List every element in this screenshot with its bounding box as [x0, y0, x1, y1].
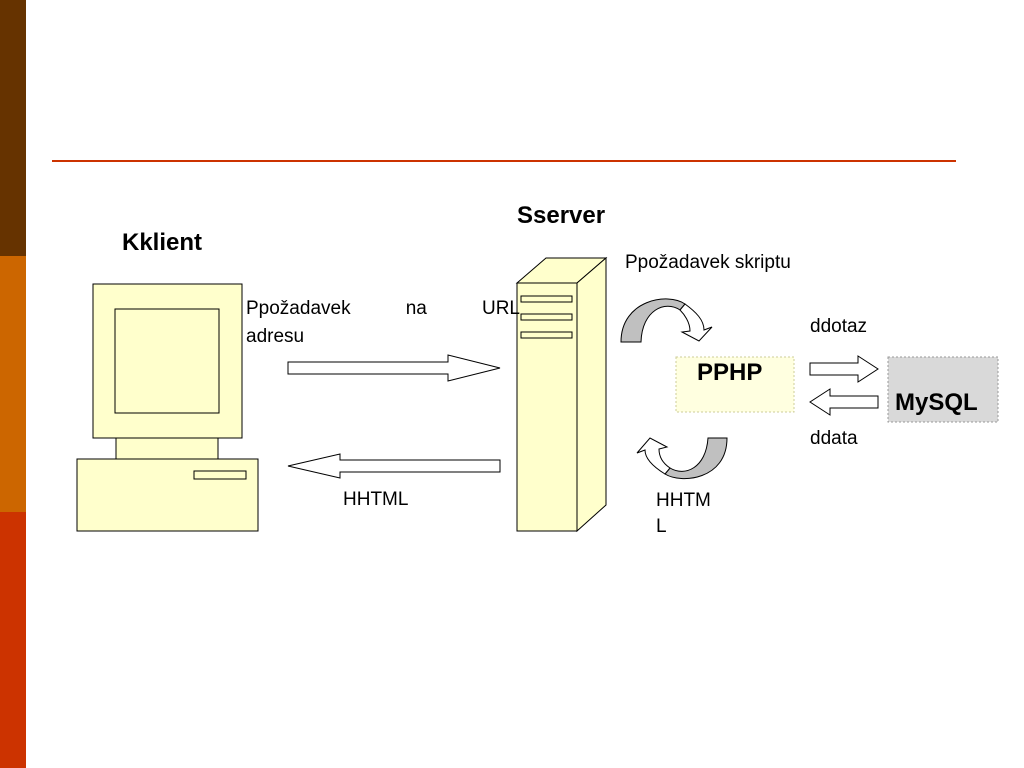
html-response-label: HHTML	[343, 489, 409, 510]
server-drive-2	[520, 313, 573, 321]
sidebar-middle-band	[0, 256, 26, 512]
client-computer-icon	[76, 283, 259, 532]
monitor-stand	[115, 437, 219, 460]
url-request-label: Ppožadavek na URL	[246, 298, 520, 320]
request-arrow-icon	[287, 354, 501, 382]
html-php-curved-arrow-icon	[636, 437, 728, 480]
data-arrow-icon	[809, 388, 879, 416]
mysql-label: MySQL	[895, 389, 978, 416]
url-request-word-1: Ppožadavek	[246, 298, 351, 319]
server-side	[576, 256, 607, 533]
server-tower-icon	[515, 256, 608, 533]
client-label: Kklient	[122, 229, 203, 256]
computer-case	[76, 458, 259, 532]
monitor-screen	[114, 308, 220, 414]
html-php-label-line-2: L	[656, 516, 667, 537]
data-label: ddata	[810, 428, 858, 449]
html-php-label-line-1: HHTM	[656, 490, 711, 511]
server-label: Sserver	[517, 202, 606, 229]
query-arrow-icon	[809, 355, 879, 383]
server-front	[516, 282, 578, 532]
server-drive-3	[520, 331, 573, 339]
url-request-word-2: na	[405, 298, 427, 319]
script-request-label: Ppožadavek skriptu	[625, 252, 791, 273]
php-box	[675, 356, 795, 413]
sidebar-top-band	[0, 0, 26, 256]
url-request-label-line-2: adresu	[246, 326, 305, 347]
query-label: ddotaz	[810, 316, 868, 337]
disk-drive-slot	[193, 470, 247, 480]
server-drive-1	[520, 295, 573, 303]
mysql-box	[887, 356, 999, 423]
sidebar-bottom-band	[0, 512, 26, 768]
html-response-arrow-icon	[287, 453, 501, 479]
url-request-word-3: URL	[481, 298, 520, 319]
php-label: PPHP	[697, 359, 763, 386]
script-request-curved-arrow-icon	[620, 298, 713, 343]
